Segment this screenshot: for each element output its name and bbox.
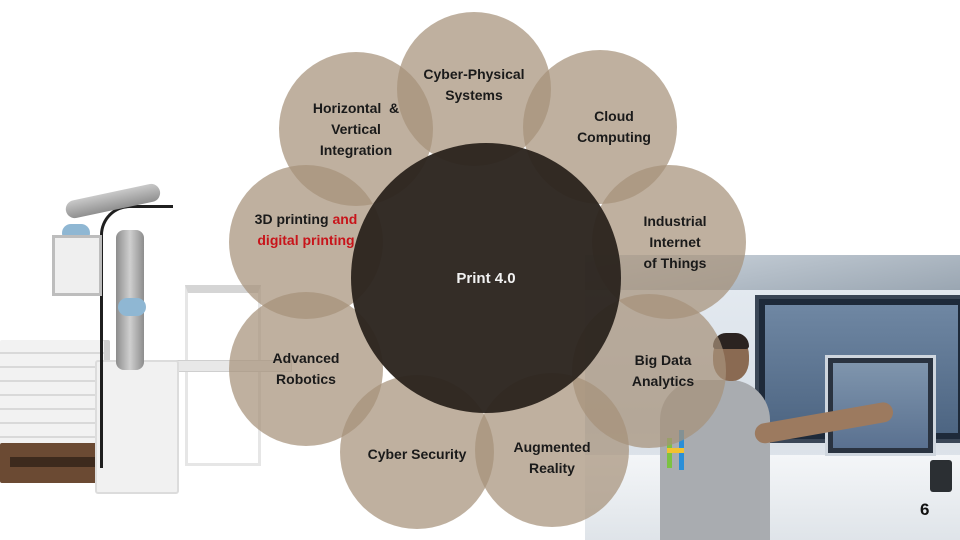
- robot-gripper: [52, 235, 102, 296]
- label-augmented-reality: Augmented Reality: [513, 439, 591, 476]
- press-console: [585, 455, 960, 540]
- robot-palletizer-photo: [0, 180, 300, 510]
- paper-stack: [0, 340, 110, 445]
- label-industrial-internet-of-things: Industrial Internet of Things: [643, 212, 707, 271]
- operator-hair: [713, 333, 749, 349]
- shirt-logo-icon: [667, 430, 687, 470]
- touch-screen: [825, 355, 936, 456]
- label-cyber-physical-systems: Cyber-Physical Systems: [423, 66, 525, 103]
- circle-print-4-0: Print 4.0: [351, 143, 621, 413]
- label-cyber-security: Cyber Security: [367, 445, 467, 462]
- robot-joint: [118, 298, 146, 316]
- label-big-data-analytics: Big Data Analytics: [631, 352, 695, 389]
- wooden-pallet: [0, 443, 110, 483]
- label-3d-digital-printing: 3D printing and digital printing: [254, 211, 358, 248]
- page-number: 6: [920, 500, 930, 519]
- scanner-device: [930, 460, 952, 492]
- label-advanced-robotics: Advanced Robotics: [272, 350, 340, 387]
- label-cloud-computing: Cloud Computing: [577, 108, 651, 145]
- center-label: Print 4.0: [456, 269, 516, 287]
- robot-cable: [100, 205, 173, 468]
- circle-cyber-physical-systems: Cyber-Physical Systems: [397, 12, 551, 166]
- label-horizontal-vertical-integration: Horizontal & Vertical Integration: [312, 99, 400, 158]
